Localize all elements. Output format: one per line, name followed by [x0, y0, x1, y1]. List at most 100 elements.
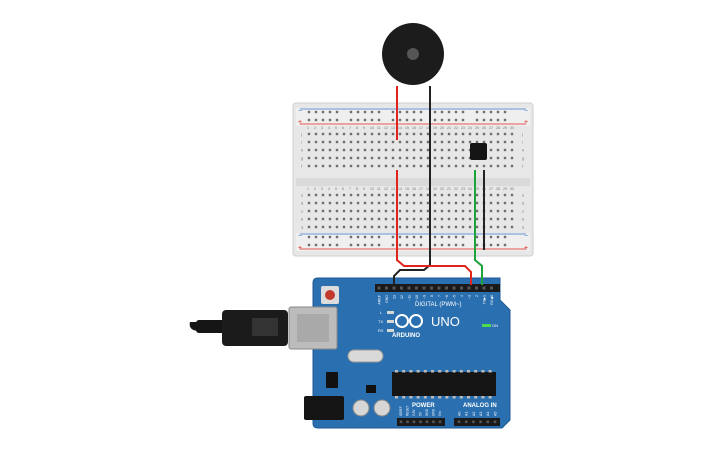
rail-hole[interactable] [321, 110, 325, 114]
terminal-hole[interactable] [433, 156, 437, 160]
terminal-hole[interactable] [426, 217, 430, 221]
terminal-hole[interactable] [454, 209, 458, 213]
terminal-hole[interactable] [321, 156, 325, 160]
terminal-hole[interactable] [363, 209, 367, 213]
terminal-hole[interactable] [398, 193, 402, 197]
terminal-hole[interactable] [496, 164, 500, 168]
terminal-hole[interactable] [433, 201, 437, 205]
terminal-hole[interactable] [419, 193, 423, 197]
terminal-hole[interactable] [510, 156, 514, 160]
terminal-hole[interactable] [384, 156, 388, 160]
terminal-hole[interactable] [461, 209, 465, 213]
terminal-hole[interactable] [349, 140, 353, 144]
terminal-hole[interactable] [405, 217, 409, 221]
terminal-hole[interactable] [489, 140, 493, 144]
terminal-hole[interactable] [461, 132, 465, 136]
terminal-hole[interactable] [454, 225, 458, 229]
terminal-hole[interactable] [398, 140, 402, 144]
terminal-hole[interactable] [475, 225, 479, 229]
rail-hole[interactable] [419, 118, 423, 122]
terminal-hole[interactable] [461, 156, 465, 160]
terminal-hole[interactable] [412, 209, 416, 213]
terminal-hole[interactable] [349, 148, 353, 152]
terminal-hole[interactable] [328, 209, 332, 213]
rail-hole[interactable] [412, 235, 416, 239]
terminal-hole[interactable] [391, 148, 395, 152]
terminal-hole[interactable] [321, 217, 325, 221]
terminal-hole[interactable] [342, 225, 346, 229]
rail-hole[interactable] [307, 235, 311, 239]
terminal-hole[interactable] [384, 140, 388, 144]
breadboard[interactable]: 1122334455667788991010111112121313141415… [292, 102, 534, 257]
terminal-hole[interactable] [307, 201, 311, 205]
power-pin[interactable] [419, 420, 422, 424]
wires[interactable] [393, 86, 485, 285]
terminal-hole[interactable] [419, 209, 423, 213]
terminal-hole[interactable] [321, 225, 325, 229]
terminal-hole[interactable] [398, 148, 402, 152]
terminal-hole[interactable] [377, 132, 381, 136]
terminal-hole[interactable] [370, 164, 374, 168]
terminal-hole[interactable] [433, 209, 437, 213]
terminal-hole[interactable] [349, 201, 353, 205]
terminal-hole[interactable] [461, 201, 465, 205]
rail-hole[interactable] [377, 235, 381, 239]
terminal-hole[interactable] [349, 217, 353, 221]
rail-hole[interactable] [475, 110, 479, 114]
terminal-hole[interactable] [321, 140, 325, 144]
terminal-hole[interactable] [433, 164, 437, 168]
rail-hole[interactable] [363, 235, 367, 239]
terminal-hole[interactable] [307, 148, 311, 152]
terminal-hole[interactable] [335, 225, 339, 229]
terminal-hole[interactable] [349, 225, 353, 229]
terminal-hole[interactable] [384, 217, 388, 221]
terminal-hole[interactable] [426, 209, 430, 213]
terminal-hole[interactable] [440, 140, 444, 144]
terminal-hole[interactable] [314, 164, 318, 168]
terminal-hole[interactable] [503, 193, 507, 197]
terminal-hole[interactable] [356, 217, 360, 221]
terminal-hole[interactable] [363, 140, 367, 144]
rail-hole[interactable] [398, 235, 402, 239]
terminal-hole[interactable] [356, 148, 360, 152]
rail-hole[interactable] [328, 118, 332, 122]
terminal-hole[interactable] [468, 209, 472, 213]
terminal-hole[interactable] [412, 148, 416, 152]
digital-pin[interactable] [467, 286, 471, 290]
terminal-hole[interactable] [328, 225, 332, 229]
terminal-hole[interactable] [349, 132, 353, 136]
terminal-hole[interactable] [489, 217, 493, 221]
terminal-hole[interactable] [433, 225, 437, 229]
analog-pin[interactable] [472, 420, 475, 424]
rail-hole[interactable] [489, 118, 493, 122]
terminal-hole[interactable] [426, 156, 430, 160]
terminal-hole[interactable] [510, 164, 514, 168]
rail-hole[interactable] [447, 243, 451, 247]
terminal-hole[interactable] [342, 140, 346, 144]
terminal-hole[interactable] [461, 164, 465, 168]
terminal-hole[interactable] [314, 225, 318, 229]
terminal-hole[interactable] [391, 217, 395, 221]
terminal-hole[interactable] [335, 156, 339, 160]
rail-hole[interactable] [321, 243, 325, 247]
terminal-hole[interactable] [433, 132, 437, 136]
terminal-hole[interactable] [405, 225, 409, 229]
terminal-hole[interactable] [440, 164, 444, 168]
terminal-hole[interactable] [384, 209, 388, 213]
terminal-hole[interactable] [377, 193, 381, 197]
terminal-hole[interactable] [482, 140, 486, 144]
rail-hole[interactable] [503, 118, 507, 122]
rail-hole[interactable] [447, 118, 451, 122]
rail-hole[interactable] [307, 243, 311, 247]
terminal-hole[interactable] [426, 201, 430, 205]
terminal-hole[interactable] [321, 193, 325, 197]
terminal-hole[interactable] [335, 209, 339, 213]
terminal-hole[interactable] [489, 201, 493, 205]
rail-hole[interactable] [314, 235, 318, 239]
terminal-hole[interactable] [447, 217, 451, 221]
terminal-hole[interactable] [335, 201, 339, 205]
terminal-hole[interactable] [440, 193, 444, 197]
terminal-hole[interactable] [356, 132, 360, 136]
terminal-hole[interactable] [496, 140, 500, 144]
terminal-hole[interactable] [314, 132, 318, 136]
